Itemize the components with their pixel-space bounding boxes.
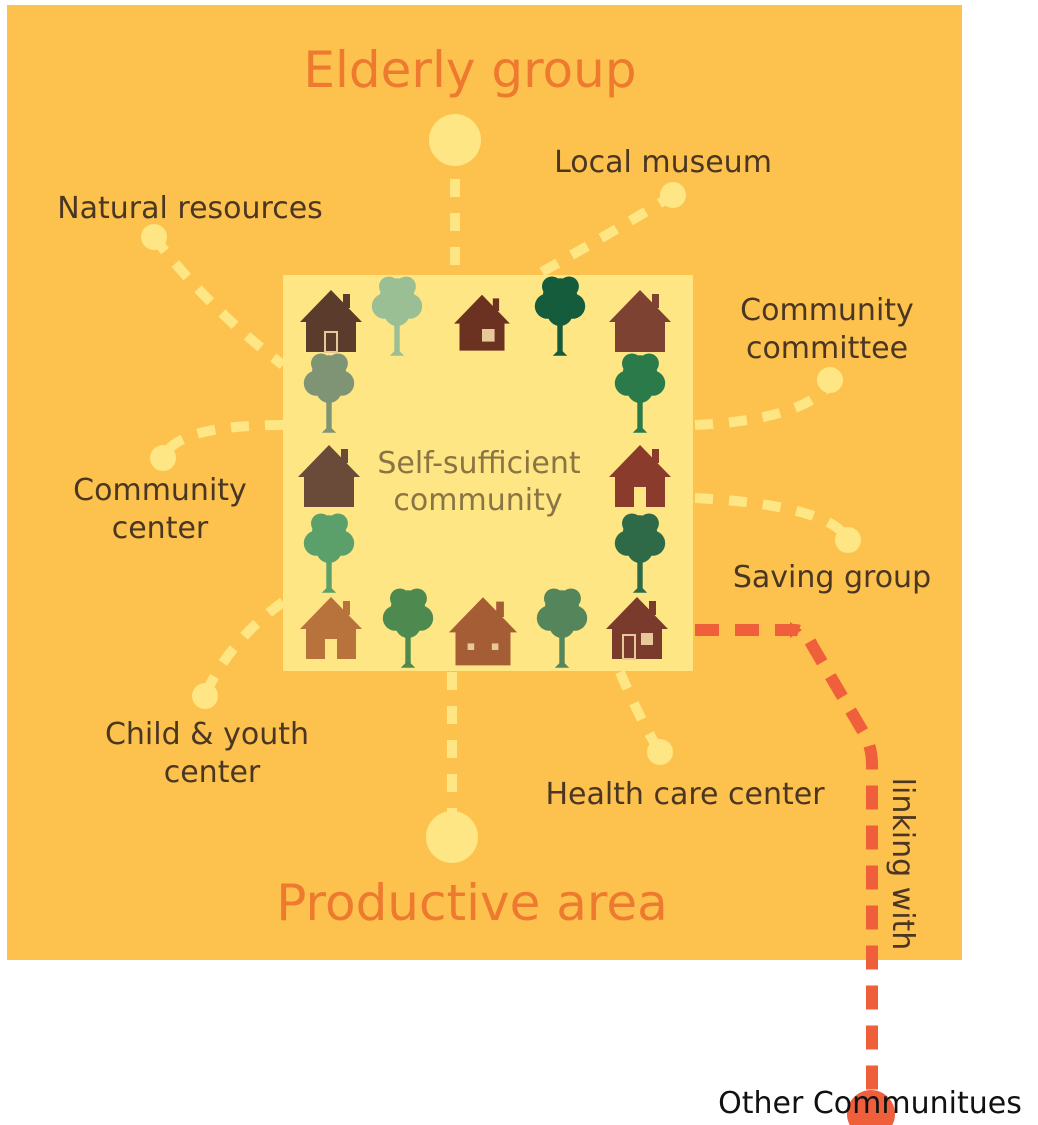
connector-museum	[539, 190, 676, 277]
label-health-care: Health care center	[545, 777, 825, 812]
link-label: linking with	[885, 778, 920, 951]
label-natural-resources: Natural resources	[57, 191, 323, 226]
node-natural	[141, 224, 167, 250]
bottom-label: Productive area	[276, 874, 667, 932]
center-label-line1: Self-sufficient	[377, 446, 581, 481]
external-label: Other Communitues	[718, 1086, 1022, 1121]
icon-ring	[298, 276, 671, 668]
label-child-youth-2: center	[164, 755, 261, 790]
house-icon	[454, 294, 510, 351]
node-elderly	[429, 114, 481, 166]
nodes	[141, 114, 861, 863]
node-child	[192, 683, 218, 709]
node-productive	[426, 811, 478, 863]
node-saving	[835, 527, 861, 553]
node-museum	[660, 182, 686, 208]
house-icon	[609, 445, 671, 507]
external-node	[847, 1090, 895, 1125]
node-center	[150, 445, 176, 471]
label-community-committee-2: committee	[746, 331, 908, 366]
label-community-center-2: center	[112, 511, 209, 546]
external-link-path	[695, 624, 878, 1100]
connector-child	[200, 597, 286, 698]
top-label: Elderly group	[303, 41, 636, 99]
node-committee	[817, 367, 843, 393]
node-health	[647, 739, 673, 765]
label-community-committee-1: Community	[740, 293, 914, 328]
label-local-museum: Local museum	[554, 145, 772, 180]
label-community-center-1: Community	[73, 473, 247, 508]
house-icon	[448, 597, 518, 666]
label-saving-group: Saving group	[733, 560, 931, 595]
house-icon	[300, 597, 362, 659]
house-icon	[606, 597, 668, 660]
house-icon	[300, 290, 362, 353]
external-link-arrow	[790, 622, 802, 638]
label-child-youth-1: Child & youth	[105, 717, 309, 752]
center-label-line2: community	[393, 483, 562, 518]
